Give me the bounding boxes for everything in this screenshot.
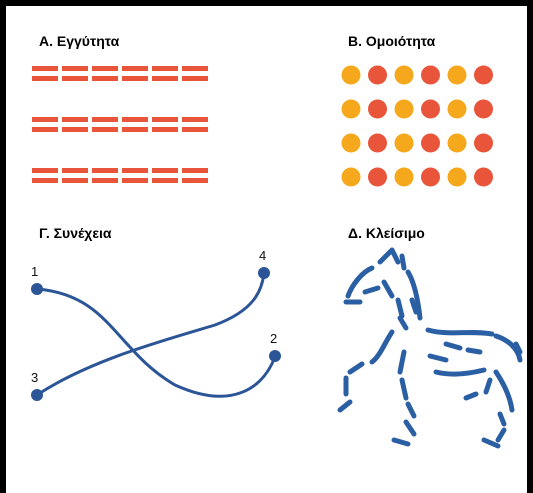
orange-dot xyxy=(447,65,467,85)
orange-dot xyxy=(447,133,467,153)
orange-dot xyxy=(341,99,361,119)
dash-mark xyxy=(152,168,178,173)
dash-mark xyxy=(62,76,88,81)
dash-mark xyxy=(32,127,58,132)
point-3-label: 3 xyxy=(31,370,38,385)
closure-title: Δ. Κλείσιμο xyxy=(348,225,425,241)
red-dot xyxy=(474,65,493,85)
dash-mark xyxy=(182,178,208,183)
orange-dot xyxy=(447,99,467,119)
proximity-dash-groups xyxy=(32,66,208,183)
orange-dot xyxy=(341,167,361,187)
red-dot xyxy=(368,99,387,119)
dash-mark xyxy=(62,66,88,71)
red-dot xyxy=(474,99,493,119)
dash-mark xyxy=(32,168,58,173)
orange-dot xyxy=(394,133,414,153)
dash-mark xyxy=(122,117,148,122)
dash-mark xyxy=(152,178,178,183)
point-4-label: 4 xyxy=(259,248,266,263)
red-dot xyxy=(474,133,493,153)
similarity-dot-grid xyxy=(341,65,493,187)
point-2-label: 2 xyxy=(270,331,277,346)
dash-mark xyxy=(32,76,58,81)
dash-mark xyxy=(62,117,88,122)
point-1-marker xyxy=(31,283,43,295)
dash-mark xyxy=(92,66,118,71)
continuity-curves: 1 2 3 4 xyxy=(31,248,281,401)
proximity-title: Α. Εγγύτητα xyxy=(39,33,120,49)
dash-mark xyxy=(92,178,118,183)
dash-mark xyxy=(182,168,208,173)
dash-mark xyxy=(122,127,148,132)
red-dot xyxy=(474,167,493,187)
dash-mark xyxy=(152,76,178,81)
dash-mark xyxy=(152,117,178,122)
orange-dot xyxy=(394,167,414,187)
dash-mark xyxy=(32,178,58,183)
dash-mark xyxy=(152,66,178,71)
dash-mark xyxy=(62,178,88,183)
dash-mark xyxy=(152,127,178,132)
dash-mark xyxy=(62,127,88,132)
dash-mark xyxy=(62,168,88,173)
red-dot xyxy=(421,99,440,119)
dash-mark xyxy=(92,127,118,132)
red-dot xyxy=(368,167,387,187)
red-dot xyxy=(421,167,440,187)
red-dot xyxy=(421,133,440,153)
dash-group xyxy=(32,66,208,81)
curve-3-to-4 xyxy=(35,271,266,397)
point-3-marker xyxy=(31,389,43,401)
dash-group xyxy=(32,168,208,183)
dash-mark xyxy=(32,66,58,71)
dash-mark xyxy=(92,117,118,122)
orange-dot xyxy=(447,167,467,187)
closure-horse-drawing xyxy=(337,247,523,449)
orange-dot xyxy=(394,99,414,119)
continuity-title: Γ. Συνέχεια xyxy=(39,225,112,241)
point-2-marker xyxy=(269,350,281,362)
dash-mark xyxy=(182,66,208,71)
dash-mark xyxy=(92,76,118,81)
curve-1-to-2 xyxy=(35,287,277,398)
red-dot xyxy=(421,65,440,85)
dash-mark xyxy=(122,178,148,183)
red-dot xyxy=(368,133,387,153)
point-1-label: 1 xyxy=(31,264,38,279)
point-4-marker xyxy=(258,267,270,279)
orange-dot xyxy=(341,133,361,153)
similarity-title: Β. Ομοιότητα xyxy=(348,33,436,49)
dash-group xyxy=(32,117,208,132)
dash-mark xyxy=(122,168,148,173)
dash-mark xyxy=(182,117,208,122)
dash-mark xyxy=(32,117,58,122)
dash-mark xyxy=(182,76,208,81)
orange-dot xyxy=(341,65,361,85)
orange-dot xyxy=(394,65,414,85)
dash-mark xyxy=(92,168,118,173)
dash-mark xyxy=(122,76,148,81)
dash-mark xyxy=(182,127,208,132)
red-dot xyxy=(368,65,387,85)
dash-mark xyxy=(122,66,148,71)
